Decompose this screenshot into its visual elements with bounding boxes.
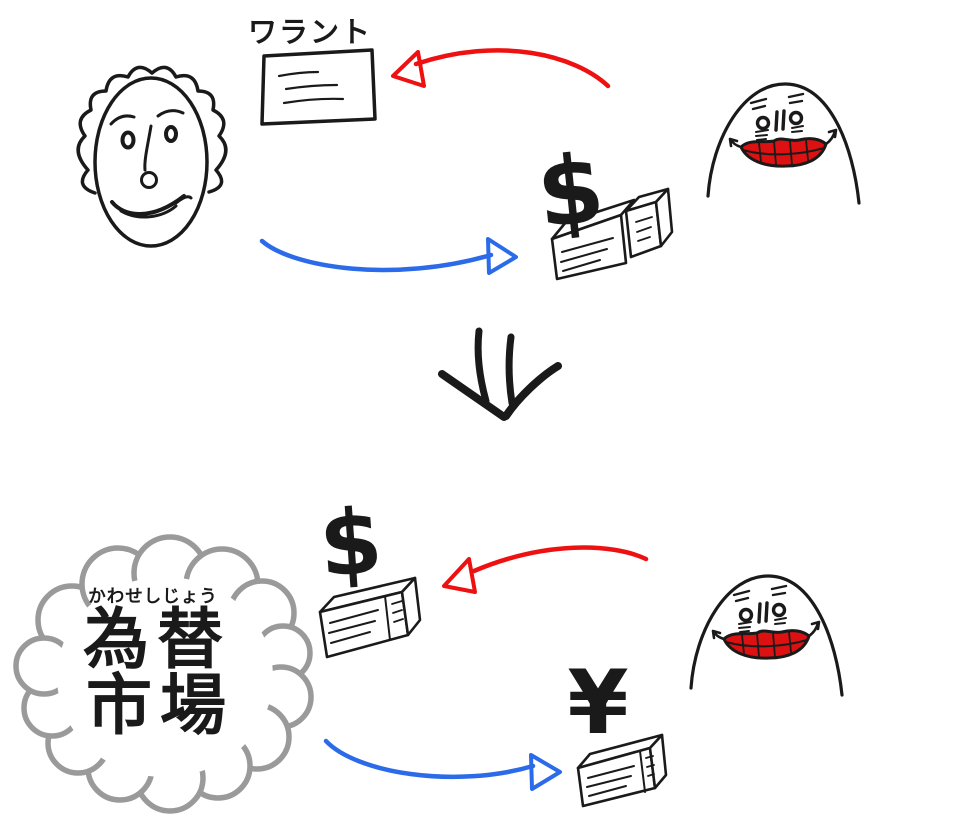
blue-arrow-right-top [259,237,518,275]
blue-arrowhead-icon [529,753,562,791]
market-name-line1: 為替 [83,601,231,678]
blue-arrow-shaft [323,738,536,780]
nose-tip [140,171,158,189]
face-outline [93,76,209,248]
document-line [284,83,339,91]
right-eyebrow [787,92,805,105]
teeth-gaps [758,139,809,166]
exchange-market-cloud-icon: かわせしじょう 為替 市場 [13,534,314,814]
blue-arrow-right-bottom [323,738,562,791]
grinning-egg-face-icon [706,82,861,205]
banknote-stack-icon [576,733,668,808]
left-eye-bags [755,129,769,141]
teeth-line [742,147,825,156]
left-eyebrow [109,114,136,126]
red-arrow-shaft [413,48,611,89]
right-eyebrow [156,109,185,118]
right-eye [164,125,178,143]
grinning-egg-face-icon-bottom [689,574,844,697]
red-arrow-shaft [471,545,649,574]
mouth [110,194,186,216]
dollar-banknote-stack-top: $ [532,134,674,281]
dollar-banknote-stack-bottom: $ [316,489,422,659]
right-mouth-corner-tick [824,128,838,146]
old-man-face-icon [76,65,228,248]
head-outline [706,82,861,205]
left-mouth-corner-tick [728,137,743,149]
document-line [282,97,345,105]
cloud-body [57,577,273,777]
red-arrowhead-icon [442,557,477,594]
left-eyebrow [749,97,768,111]
grinning-mouth [739,137,828,168]
banknote-stack-icon [318,576,422,659]
market-furigana: かわせしじょう [88,587,218,607]
right-eye [788,110,804,126]
dollar-sign-icon: $ [532,134,609,250]
yen-banknote-stack: ¥ [567,651,668,808]
document-outline [260,48,377,126]
yen-sign-icon: ¥ [567,651,628,754]
red-arrow-left-top [391,48,611,89]
red-arrowhead-icon [391,50,426,88]
right-eye-bags [791,125,804,133]
mouth-corner [174,195,193,205]
dollar-sign-icon: $ [316,489,386,598]
nose [143,124,153,172]
banknote-stack-icon [550,187,674,281]
market-name-line2: 市場 [86,667,234,744]
document-line [277,70,320,78]
left-eye [120,130,136,150]
warrant-label: ワラント [248,15,372,49]
double-down-arrow-icon [438,327,562,421]
left-eye [755,115,771,131]
blue-arrowhead-icon [486,237,518,275]
red-arrow-left-bottom [442,545,649,594]
lower-lip [119,204,178,219]
nose-lines [774,109,786,132]
blue-arrow-shaft [259,238,494,273]
warrant-document-icon: ワラント [248,15,377,126]
